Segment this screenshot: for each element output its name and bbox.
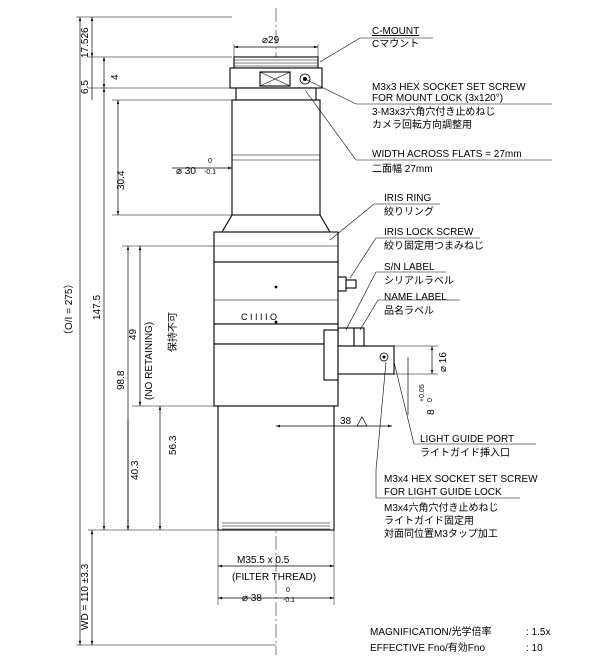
dim-8: 8 [426,409,437,415]
dim-30-4: 30.4 [116,170,127,190]
dim-dia-38: ⌀ 38 [242,593,262,604]
callout-iris-ring-jp: 絞りリング [384,205,434,218]
spec-fno-value: : 10 [526,643,543,654]
dim-dia-30-tol-lower: -0.1 [204,169,216,176]
callout-iris-ring-en: IRIS RING [384,193,431,204]
callout-lg-screw-en-2: FOR LIGHT GUIDE LOCK [384,487,502,498]
callout-sn-label-jp: シリアルラベル [384,275,454,287]
dim-8-tol-upper: +0.05 [419,384,426,402]
callout-light-port-jp: ライトガイド挿入口 [420,446,510,459]
ring-scale-text: C I I I I O [241,312,277,322]
dim-dia-30-tol-upper: 0 [208,158,212,165]
name-label-block [353,327,365,347]
callout-cmount-jp: Cマウント [372,38,419,50]
dim-49: 49 [128,328,139,340]
spec-magnification-label: MAGNIFICATION/光学倍率 [370,625,491,638]
dim-17-526: 17.526 [80,27,91,58]
callout-set-screw-en-1: M3x3 HEX SOCKET SET SCREW [372,82,526,93]
dim-oi: （O/I = 275） [63,279,75,340]
callout-sn-label-en: S/N LABEL [384,262,435,273]
callout-lg-screw-jp-2: ライトガイド固定用 [384,514,474,527]
callout-lg-screw-en-1: M3x4 HEX SOCKET SET SCREW [384,474,538,485]
callout-lg-screw-jp-1: M3x4六角穴付き止めねじ [384,501,498,514]
no-retaining-label: (NO RETAINING) [144,322,155,400]
callout-set-screw-jp-1: 3-M3x3六角穴付き止めねじ [372,105,495,118]
dim-147-5: 147.5 [92,295,103,320]
warning-triangle-icon [356,416,368,427]
spec-fno-label: EFFECTIVE Fno/有効Fno [370,641,485,654]
callout-iris-lock-en: IRIS LOCK SCREW [384,227,474,238]
dim-6-5: 6.5 [80,80,91,94]
no-retaining-jp: 保持不可 [166,312,179,352]
dim-40-3: 40.3 [130,460,141,480]
dim-wd: WD = 110 ±3.3 [80,563,91,630]
lens-body: C I I I I O [213,56,395,531]
callout-light-port-en: LIGHT GUIDE PORT [420,434,514,445]
dim-dia-38-tol-upper: 0 [286,587,290,594]
dim-38: 38 [340,416,352,427]
callout-set-screw-en-2: FOR MOUNT LOCK (3x120°) [372,93,503,104]
callout-flats-en: WIDTH ACROSS FLATS = 27mm [372,149,522,160]
dim-8-tol-lower: 0 [427,398,434,402]
callout-name-label-jp: 品名ラベル [384,304,434,317]
callout-name-label-en: NAME LABEL [384,292,447,303]
dim-4: 4 [110,74,121,80]
thread-note: (FILTER THREAD) [232,572,316,583]
callout-cmount-en: C-MOUNT [372,26,419,37]
callout-lg-screw-jp-3: 対面同位置M3タップ加工 [384,527,498,540]
dim-dia-38-tol-lower: -0.1 [283,597,295,604]
spec-magnification-value: : 1.5x [526,627,550,638]
dim-dia-30: ⌀ 30 [176,166,196,177]
dim-dia-16: ⌀ 16 [438,352,449,372]
sn-label-block [337,327,355,347]
callout-set-screw-jp-2: カメラ回転方向調整用 [372,118,472,131]
callout-iris-lock-jp: 絞り固定用つまみねじ [384,239,484,252]
thread-dimension: M35.5 x 0.5 [237,555,290,566]
dim-98-8: 98.8 [116,370,127,390]
iris-lock-screw [337,276,347,292]
dim-56-3: 56.3 [168,435,179,455]
dim-dia-29: ⌀29 [262,35,280,46]
callout-flats-jp: 二面幅 27mm [372,162,433,175]
